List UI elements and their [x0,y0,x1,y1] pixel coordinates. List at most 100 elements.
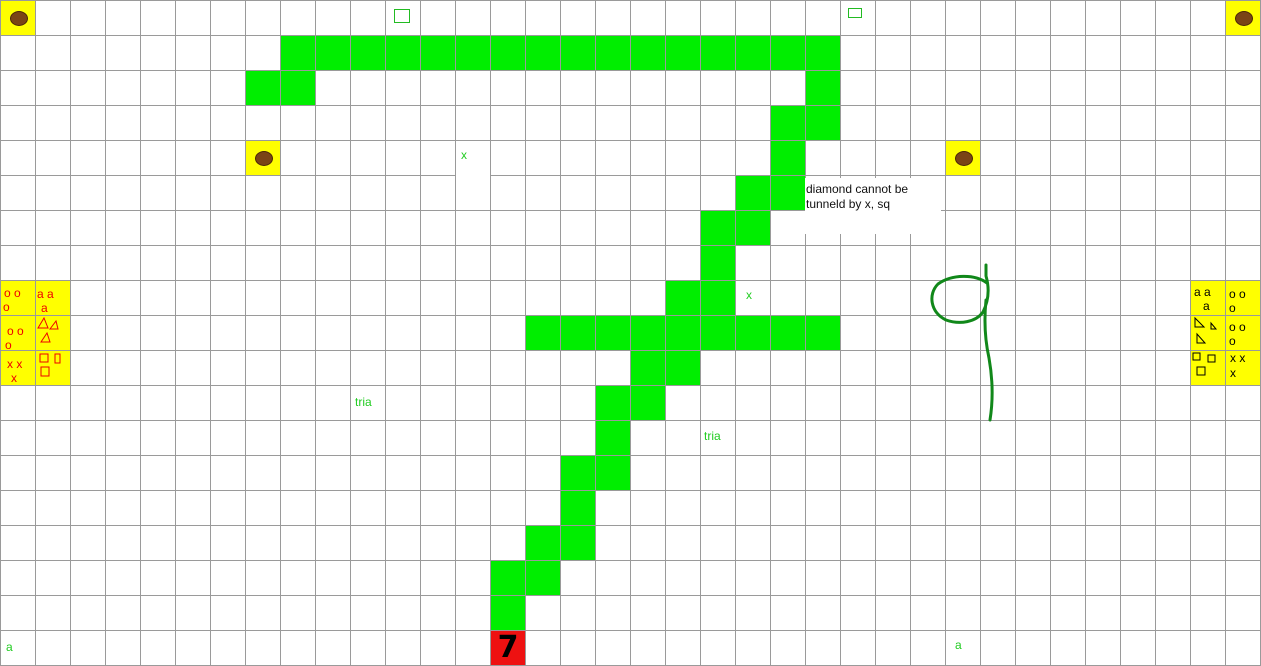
legend-left-a-tile[interactable]: a a a [36,281,70,315]
legend-left-triangle-tile[interactable] [36,316,70,350]
path-cell[interactable] [246,71,280,105]
square-icon[interactable] [848,8,862,18]
path-cell[interactable] [526,561,560,595]
hint-line: diamond cannot be [806,182,909,196]
tria-label[interactable]: tria [355,395,372,409]
square-icon [39,353,61,377]
legend-left-o2-tile[interactable]: o o o [1,316,35,351]
path-cell[interactable] [596,421,630,455]
path-cell[interactable] [806,36,840,70]
legend-right-square-tile[interactable] [1191,351,1225,385]
coin-tile-mid-left[interactable] [246,141,280,175]
coin-tile-top-left[interactable] [1,1,35,35]
a-marker[interactable]: a [955,638,962,652]
legend-x-text: x x [7,357,23,371]
path-cell[interactable] [596,456,630,490]
legend-left-x-tile[interactable]: x x x [1,351,35,385]
path-cell[interactable] [806,106,840,140]
path-cell[interactable] [806,71,840,105]
legend-a-text: a [41,301,48,315]
coin-tile-top-right[interactable] [1226,1,1260,35]
legend-a-text: a a [37,287,54,301]
path-cell[interactable] [771,106,805,140]
path-cell[interactable] [526,316,560,350]
legend-x-text: x [1230,366,1236,380]
legend-a-text: a [1203,299,1210,313]
path-cell[interactable] [771,36,805,70]
legend-left-o-tile[interactable]: o o o [1,281,35,315]
legend-o-text: o [1229,301,1236,315]
legend-right-x-tile[interactable]: x x x [1226,351,1260,385]
path-cell[interactable] [666,281,700,315]
path-cell[interactable] [456,36,490,70]
path-cell[interactable] [631,351,665,385]
path-cell[interactable] [701,316,735,350]
path-cell[interactable] [736,211,770,245]
path-cell[interactable] [666,36,700,70]
path-cell[interactable] [561,526,595,560]
legend-o-text: o o [1229,320,1246,334]
path-cell[interactable] [701,246,735,280]
legend-left-square-tile[interactable] [36,351,70,385]
legend-o-text: o [3,300,10,314]
path-cell[interactable] [281,71,315,105]
path-cell[interactable] [316,36,350,70]
path-cell[interactable] [771,141,805,175]
path-cell[interactable] [526,36,560,70]
path-cell[interactable] [631,386,665,420]
path-cell[interactable] [596,316,630,350]
coin-icon [955,151,973,166]
path-cell[interactable] [806,316,840,350]
blank-patch [456,144,490,182]
path-cell[interactable] [736,176,770,210]
path-cell[interactable] [771,316,805,350]
path-cell[interactable] [596,36,630,70]
path-cell[interactable] [701,281,735,315]
path-cell[interactable] [561,491,595,525]
path-cell[interactable] [491,561,525,595]
path-cell[interactable] [666,316,700,350]
a-marker[interactable]: a [6,640,13,654]
path-cell[interactable] [736,36,770,70]
hint-note: diamond cannot be tunneld by x, sq [805,178,941,234]
legend-right-o2-tile[interactable]: o o o [1226,316,1260,350]
path-cell[interactable] [386,36,420,70]
x-marker[interactable]: x [461,148,467,162]
coin-icon [1235,11,1253,26]
path-cell[interactable] [561,456,595,490]
path-cell[interactable] [561,36,595,70]
legend-o-text: o o [4,286,21,300]
triangle-icon [1194,316,1218,344]
seven-icon: 7 [497,630,519,665]
tria-label[interactable]: tria [704,429,721,443]
path-cell[interactable] [701,211,735,245]
legend-right-o-tile[interactable]: o o o [1226,281,1260,315]
path-cell[interactable] [631,36,665,70]
path-cell[interactable] [351,36,385,70]
square-icon[interactable] [394,9,410,23]
legend-a-text: a a [1194,285,1211,299]
path-cell[interactable] [281,36,315,70]
coin-tile-mid-right[interactable] [946,141,980,175]
path-cell[interactable] [491,36,525,70]
path-cell[interactable] [666,351,700,385]
legend-right-a-tile[interactable]: a a a [1191,281,1225,315]
path-cell[interactable] [596,386,630,420]
path-cell[interactable] [526,526,560,560]
path-cell[interactable] [736,316,770,350]
path-cell[interactable] [701,36,735,70]
legend-right-triangle-tile[interactable] [1191,316,1225,350]
legend-x-text: x x [1230,351,1246,365]
legend-o-text: o o [7,324,24,338]
start-tile[interactable]: 7 [491,631,525,665]
triangle-icon [37,316,59,343]
path-cell[interactable] [771,176,805,210]
path-cell[interactable] [421,36,455,70]
legend-x-text: x [11,371,17,385]
square-icon [1192,352,1216,376]
path-cell[interactable] [631,316,665,350]
path-cell[interactable] [491,596,525,630]
path-cell[interactable] [561,316,595,350]
x-marker[interactable]: x [746,288,752,302]
